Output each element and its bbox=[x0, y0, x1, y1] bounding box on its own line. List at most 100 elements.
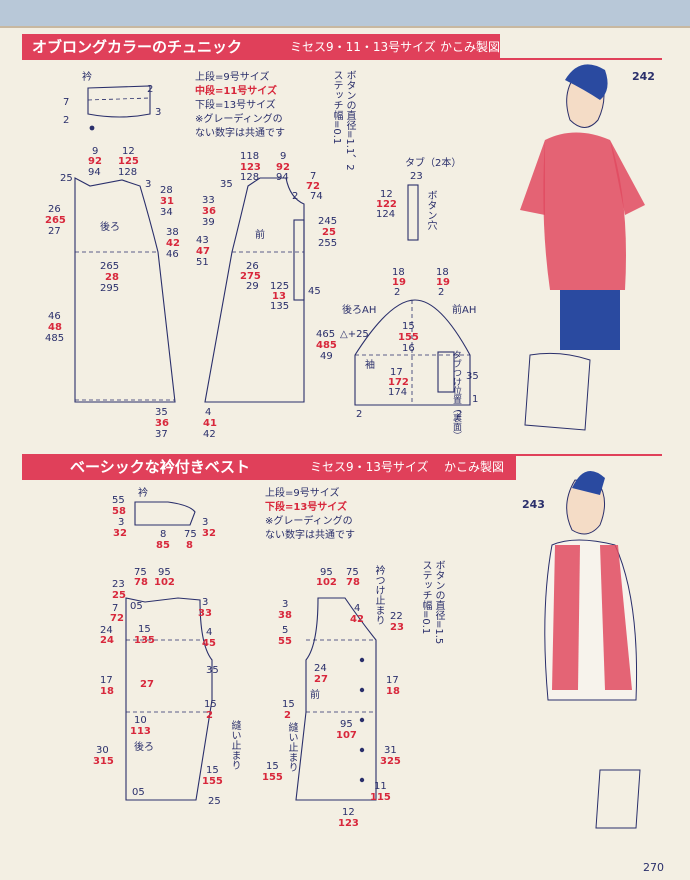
s2-num: 325 bbox=[380, 756, 401, 767]
s2-stitch-note: ステッチ幅=0.1 bbox=[420, 560, 431, 635]
s1-num: 37 bbox=[155, 429, 168, 440]
s1-num: 35 bbox=[220, 179, 233, 190]
s1-back-label: 後ろ bbox=[100, 222, 120, 233]
s2-collar-piece bbox=[134, 501, 196, 526]
s1-num: 245 bbox=[318, 216, 338, 227]
s2-num: 32 bbox=[202, 528, 216, 539]
s1-num: 12 bbox=[380, 189, 393, 200]
s1-num: 465 bbox=[316, 329, 336, 340]
s2-num: 55 bbox=[278, 636, 292, 647]
s2-num: 15 bbox=[266, 761, 279, 772]
s1-num: 49 bbox=[320, 351, 333, 362]
s1-num: 2 bbox=[356, 409, 363, 420]
s1-num: 123 bbox=[240, 162, 261, 173]
s2-num: 25 bbox=[208, 796, 221, 807]
s1-legend-1: 上段=9号サイズ bbox=[195, 72, 270, 83]
s1-num: 36 bbox=[155, 418, 169, 429]
s1-num: 255 bbox=[318, 238, 338, 249]
s1-num: 92 bbox=[88, 156, 102, 167]
s2-num: 3 bbox=[202, 597, 209, 608]
s1-num: 172 bbox=[388, 377, 409, 388]
section2-rule bbox=[516, 454, 662, 456]
s1-back-bodice bbox=[74, 177, 176, 403]
s1-num: 36 bbox=[202, 206, 216, 217]
s1-num: 3 bbox=[155, 107, 162, 118]
s2-num: 05 bbox=[130, 601, 143, 612]
s1-legend-3: 下段=13号サイズ bbox=[195, 100, 276, 111]
s1-num: 31 bbox=[160, 196, 174, 207]
figure-243-number: 243 bbox=[522, 498, 545, 511]
s1-num: 43 bbox=[196, 235, 209, 246]
s1-num: 72 bbox=[306, 181, 320, 192]
s2-num: 315 bbox=[93, 756, 114, 767]
s2-num: 24 bbox=[100, 635, 114, 646]
s2-num: 31 bbox=[384, 745, 397, 756]
s1-num: 174 bbox=[388, 387, 408, 398]
s2-num: 15 bbox=[206, 765, 219, 776]
s2-num: 11 bbox=[374, 781, 387, 792]
s1-num: 135 bbox=[270, 301, 290, 312]
s2-num: 58 bbox=[112, 506, 126, 517]
s2-num: 35 bbox=[206, 665, 219, 676]
s2-num: 18 bbox=[386, 686, 400, 697]
s1-num: 74 bbox=[310, 191, 323, 202]
section2-credit: かこみ製図 bbox=[444, 460, 505, 474]
s1-sleeve bbox=[354, 299, 471, 406]
s1-num: 275 bbox=[240, 271, 261, 282]
s1-num: 122 bbox=[376, 199, 397, 210]
s1-num: 9 bbox=[92, 146, 99, 157]
s1-num: 1 bbox=[472, 394, 479, 405]
s2-num: 5 bbox=[282, 625, 289, 636]
s2-num: 42 bbox=[350, 614, 364, 625]
s1-num: 38 bbox=[166, 227, 179, 238]
s1-num: 18 bbox=[392, 267, 405, 278]
s1-num: 51 bbox=[196, 257, 209, 268]
s1-num: 26 bbox=[48, 204, 61, 215]
s2-num: 78 bbox=[134, 577, 148, 588]
s1-num: 41 bbox=[203, 418, 217, 429]
s1-num: 33 bbox=[202, 195, 215, 206]
s2-num: 3 bbox=[282, 599, 289, 610]
s1-num: 28 bbox=[105, 272, 119, 283]
s1-num: 47 bbox=[196, 246, 210, 257]
s2-num: 3 bbox=[118, 517, 125, 528]
s2-num: 95 bbox=[320, 567, 333, 578]
s1-num: 124 bbox=[376, 209, 396, 220]
s1-tab bbox=[407, 184, 419, 241]
s1-num: 128 bbox=[118, 167, 138, 178]
s2-num: 18 bbox=[100, 686, 114, 697]
s2-num: 85 bbox=[156, 540, 170, 551]
s2-num: 115 bbox=[370, 792, 391, 803]
s2-num: 155 bbox=[202, 776, 223, 787]
s1-num: 28 bbox=[160, 185, 173, 196]
section2-title: ベーシックな衿付きベスト bbox=[70, 458, 251, 476]
s1-num: 265 bbox=[45, 215, 66, 226]
s2-num: 113 bbox=[130, 726, 151, 737]
s1-num: 25 bbox=[322, 227, 336, 238]
s2-num: 15 bbox=[204, 699, 217, 710]
s1-num: 2 bbox=[147, 84, 154, 95]
s2-num: 4 bbox=[354, 603, 361, 614]
s2-collar-end-label: 衿つけ止まり bbox=[373, 565, 384, 625]
s1-legend-5: ない数字は共通です bbox=[195, 128, 285, 139]
s1-num: 2 bbox=[292, 191, 299, 202]
s2-num: 23 bbox=[112, 579, 125, 590]
s1-num: 2 bbox=[456, 409, 463, 420]
s2-num: 2 bbox=[284, 710, 291, 721]
s2-back-vest bbox=[125, 597, 213, 801]
s1-num: 35 bbox=[466, 371, 479, 382]
s1-num: 42 bbox=[166, 238, 180, 249]
s1-num: 155 bbox=[398, 332, 419, 343]
s1-num: 2 bbox=[63, 115, 70, 126]
s2-num: 8 bbox=[186, 540, 193, 551]
s1-num: △+25 bbox=[340, 329, 369, 340]
s1-placket bbox=[293, 219, 305, 301]
s1-button-note: ボタンの直径=1.1、2 bbox=[344, 70, 355, 171]
s1-num: 27 bbox=[48, 226, 61, 237]
s1-num: 7 bbox=[63, 97, 70, 108]
s1-num: 7 bbox=[310, 171, 317, 182]
s2-num: 27 bbox=[140, 679, 154, 690]
s2-num: 95 bbox=[158, 567, 171, 578]
illustration-242-woman-tunic bbox=[520, 64, 645, 431]
s1-collar-piece bbox=[87, 85, 151, 118]
